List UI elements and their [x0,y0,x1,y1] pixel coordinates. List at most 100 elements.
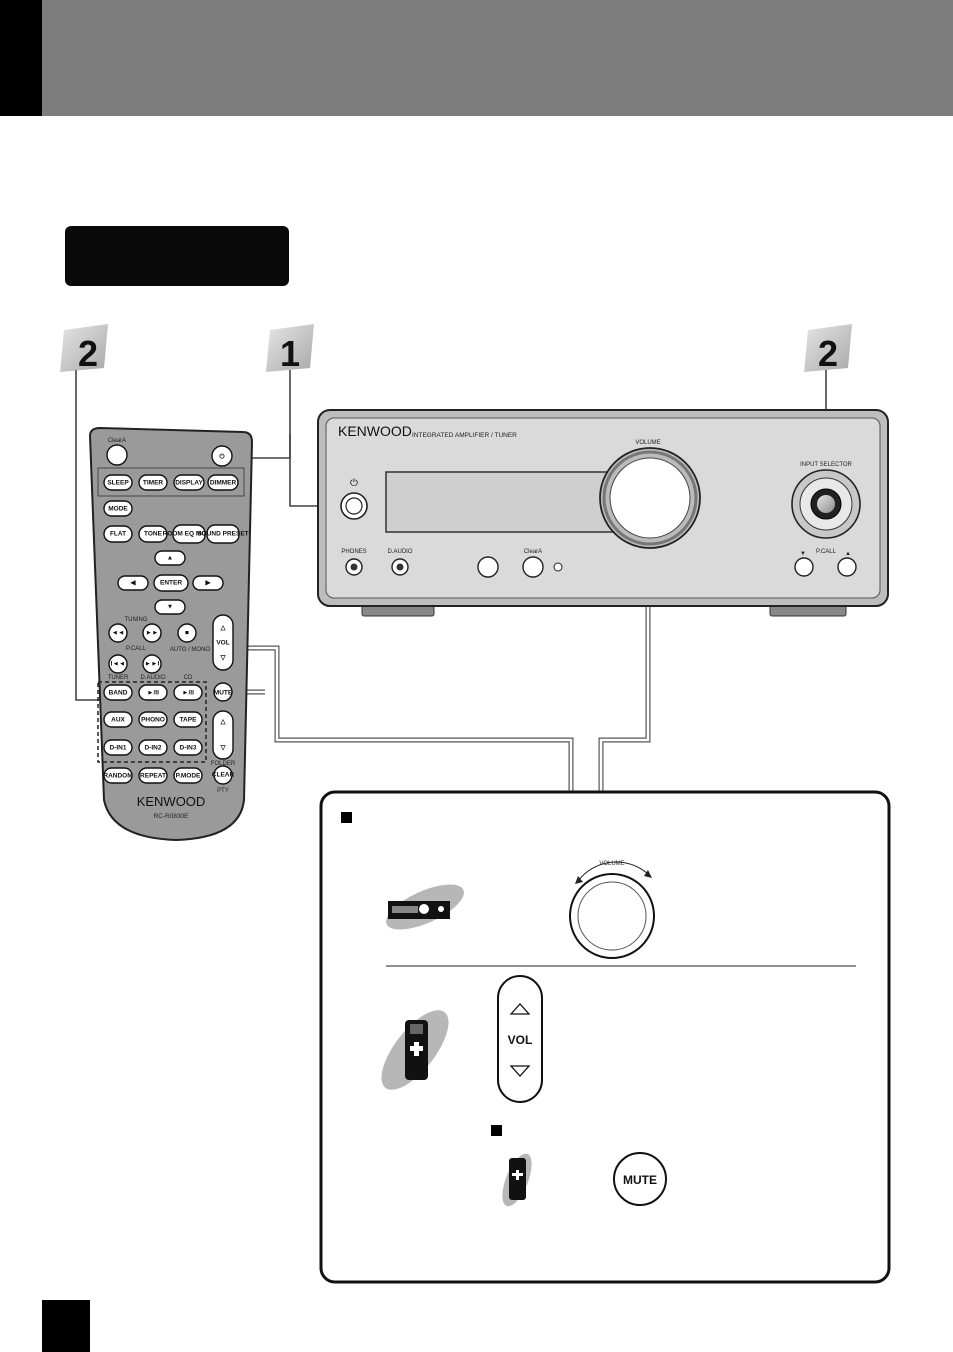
remote-pcall-forward-button[interactable] [142,654,162,674]
amp-cleara-label: ClearA [524,549,542,555]
amp-pcall-up-button[interactable] [837,557,857,577]
remote-up-button[interactable] [154,550,186,566]
remote-cleara-button[interactable] [106,444,128,466]
svg-text:D-IN2: D-IN2 [145,745,162,752]
amp-cleara-button[interactable] [522,556,544,578]
svg-text:TONE: TONE [144,531,163,538]
remote-random-button[interactable] [103,767,133,784]
section-title-box [65,226,289,286]
amplifier-unit: KENWOOD INTEGRATED AMPLIFIER / TUNER VOL… [317,409,889,617]
svg-text:TIMER: TIMER [143,480,164,487]
svg-text:P.MODE: P.MODE [176,773,201,780]
header-bar [0,0,953,116]
volume-knob-illustration: VOLUME [569,861,655,959]
remote-cd-play-button[interactable] [173,684,203,701]
svg-text:PHONO: PHONO [141,717,165,724]
remote-tape-button[interactable] [173,711,203,728]
svg-text:AUX: AUX [111,717,125,724]
remote-vol-rocker[interactable] [212,614,234,671]
remote-room-eq-mode-button[interactable] [172,524,206,544]
amp-power-icon: ⏻ [350,478,358,489]
amp-button[interactable] [477,556,499,578]
svg-text:I◄◄: I◄◄ [111,661,126,668]
remote-aux-button[interactable] [103,711,133,728]
remote-auto-mono-label: AUTO / MONO [170,647,211,653]
remote-phono-button[interactable] [138,711,168,728]
remote-folder-rocker[interactable] [212,710,234,760]
svg-text:CD: CD [184,675,193,681]
remote-sound-preset-button[interactable] [206,524,240,544]
mute-square-bullet [491,1125,502,1136]
svg-text:▽: ▽ [220,745,227,752]
svg-text:VOL: VOL [508,1033,533,1047]
remote-repeat-button[interactable] [138,767,168,784]
remote-tone-button[interactable] [138,525,168,543]
remote-folder-label: FOLDER [211,761,236,767]
amp-phones-label: PHONES [341,549,366,555]
mute-key-illustration: MUTE [613,1152,667,1206]
remote-timer-button[interactable] [138,474,168,491]
remote-stop-button[interactable] [177,623,197,643]
vol-down-icon: ▽ [220,655,227,662]
remote-din2-button[interactable] [138,739,168,756]
remote-din1-button[interactable] [103,739,133,756]
amp-indicator [553,562,563,572]
svg-text:2: 2 [818,333,838,374]
remote-down-button[interactable] [154,599,186,615]
remote-clear-button[interactable] [213,765,233,785]
remote-band-button[interactable] [103,684,133,701]
small-remote-icon [502,1153,532,1207]
svg-text:SLEEP: SLEEP [107,480,129,487]
section-square-bullet [341,812,352,823]
remote-tuning-label: TUNING [125,617,148,623]
step-marker-selector: 2 [804,324,852,374]
remote-tuning-forward-button[interactable] [142,623,162,643]
svg-text:MODE: MODE [108,506,128,513]
amp-pcall-down-button[interactable] [794,557,814,577]
remote-enter-button[interactable] [153,574,189,592]
step-marker-power: 1 [266,324,314,374]
svg-text:RANDOM: RANDOM [103,773,132,780]
svg-text:►/II: ►/II [182,690,194,697]
remote-pmode-button[interactable] [173,767,203,784]
svg-text:SOUND PRESET: SOUND PRESET [197,531,248,538]
remote-din3-button[interactable] [173,739,203,756]
remote-flat-button[interactable] [103,525,133,543]
svg-text:D.AUDIO: D.AUDIO [140,675,165,681]
svg-text:MUTE: MUTE [214,690,233,697]
arrow-left-icon: ◀ [130,580,137,587]
stop-icon: ■ [185,630,189,637]
svg-text:D-IN3: D-IN3 [180,745,197,752]
remote-power-button[interactable] [211,445,233,467]
svg-text:►/II: ►/II [147,690,159,697]
svg-text:◄◄: ◄◄ [112,630,125,637]
remote-left-button[interactable] [117,575,149,591]
remote-pcall-back-button[interactable] [108,654,128,674]
remote-model-number: RC-R0830E [153,813,189,820]
remote-mode-button[interactable] [103,500,133,517]
svg-text:△: △ [220,719,227,726]
remote-right-button[interactable] [192,575,224,591]
remote-tuning-back-button[interactable] [108,623,128,643]
remote-icon [381,1010,449,1090]
vol-key-illustration: VOL [497,975,543,1103]
remote-pty-label: PTY [217,788,229,794]
svg-text:ENTER: ENTER [160,580,182,587]
step-marker-remote: 2 [60,324,108,374]
amp-model-text: INTEGRATED AMPLIFIER / TUNER [412,432,517,439]
amp-brand-logo: KENWOOD [338,423,412,439]
svg-text:VOL: VOL [216,640,229,647]
remote-sleep-button[interactable] [103,474,133,491]
unit-icon [386,884,464,930]
svg-text:FLAT: FLAT [110,531,126,538]
amp-pcall-down-icon: ▼ [800,551,806,557]
remote-dimmer-button[interactable] [207,474,239,491]
remote-display-button[interactable] [173,474,205,491]
remote-daudio-play-button[interactable] [138,684,168,701]
remote-mute-button[interactable] [213,682,233,702]
vol-up-icon: △ [220,625,227,632]
page-number-block [42,1300,90,1352]
remote-cleara-label: ClearA [108,438,126,444]
volume-callout-panel [319,790,891,1284]
svg-text:MUTE: MUTE [623,1173,657,1187]
